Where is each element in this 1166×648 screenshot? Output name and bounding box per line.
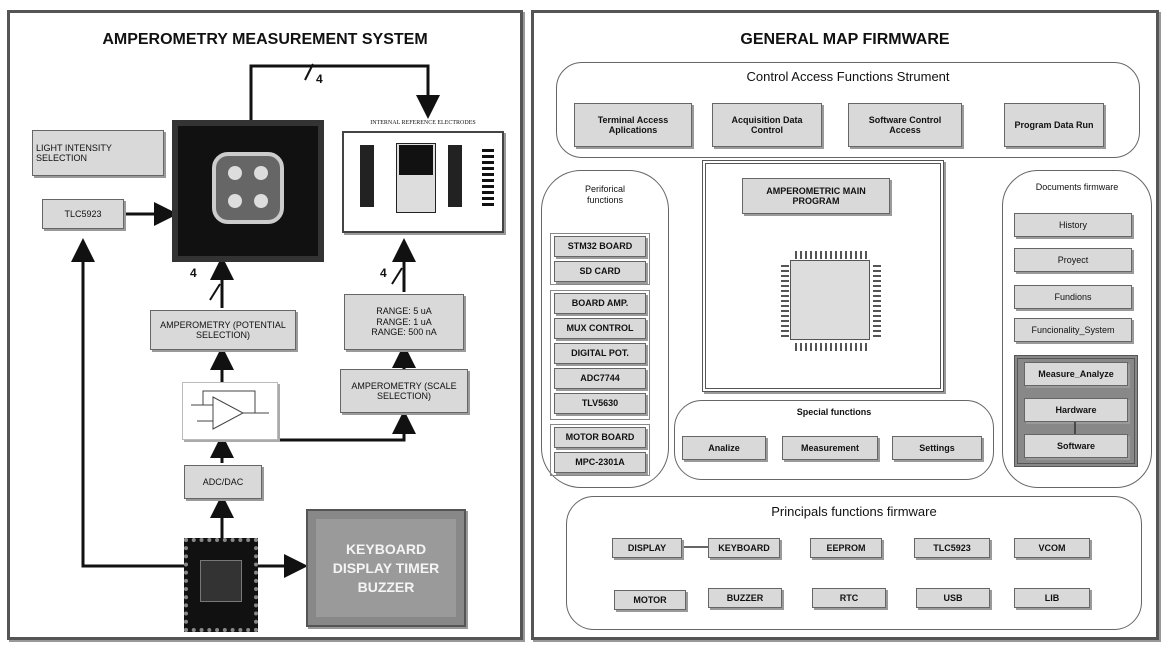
tlv5630-box: TLV5630	[554, 393, 646, 414]
tlc5923-fw-box: TLC5923	[914, 538, 990, 558]
program-data-box: Program Data Run	[1004, 103, 1104, 147]
special-functions-title: Special functions	[796, 407, 872, 417]
led-icon	[228, 194, 242, 208]
sd-card-box: SD CARD	[554, 261, 646, 282]
usb-box: USB	[916, 588, 990, 608]
pin-row	[781, 265, 789, 337]
settings-box: Settings	[892, 436, 982, 460]
acquisition-data-box: Acquisition Data Control	[712, 103, 822, 147]
pin-row	[795, 343, 867, 351]
terminal-access-box: Terminal Access Aplications	[574, 103, 692, 147]
amperometry-potential-box: AMPEROMETRY (POTENTIAL SELECTION)	[150, 310, 296, 350]
measurement-box: Measurement	[782, 436, 878, 460]
mux-control-box: MUX CONTROL	[554, 318, 646, 339]
electrodes-image	[342, 131, 504, 233]
electrode-strip	[482, 149, 494, 207]
keyboard-box: KEYBOARD	[708, 538, 780, 558]
led-icon	[254, 194, 268, 208]
led-icon	[228, 166, 242, 180]
analize-box: Analize	[682, 436, 766, 460]
right-panel-title: GENERAL MAP FIRMWARE	[740, 31, 950, 48]
pin-row	[795, 251, 867, 259]
main-program-frame: AMPEROMETRIC MAIN PROGRAM	[702, 160, 944, 392]
display-box: DISPLAY	[612, 538, 682, 558]
measure-analyze-box: Measure_Analyze	[1024, 362, 1128, 386]
buzzer-box: BUZZER	[708, 588, 782, 608]
peripheral-group-2	[550, 290, 650, 420]
peripheral-group-3	[550, 424, 650, 476]
digital-pot-box: DIGITAL POT.	[554, 343, 646, 364]
bus-width-label-right: 4	[380, 266, 387, 280]
op-amp-schematic	[182, 382, 278, 440]
amperometry-scale-box: AMPEROMETRY (SCALE SELECTION)	[340, 369, 468, 413]
led-board-image	[172, 120, 324, 262]
mcu-pinout-image	[781, 251, 881, 351]
range-line-1: RANGE: 5 uA	[376, 306, 432, 317]
board-amp-box: BOARD AMP.	[554, 293, 646, 314]
pin-row	[873, 265, 881, 337]
funcionality-system-box: Funcionality_System	[1014, 318, 1132, 342]
adc-dac-box: ADC/DAC	[184, 465, 262, 499]
fundions-box: Fundions	[1014, 285, 1132, 309]
mpc-2301a-box: MPC-2301A	[554, 452, 646, 473]
chip-die	[200, 560, 242, 602]
history-box: History	[1014, 213, 1132, 237]
motor-box: MOTOR	[614, 590, 686, 610]
software-box: Software	[1024, 434, 1128, 458]
stm32-board-box: STM32 BOARD	[554, 236, 646, 257]
peripheral-group-1	[550, 233, 650, 285]
peripheral-functions-title: Periforical functions	[584, 184, 625, 205]
electrode-strip	[448, 145, 462, 207]
led-icon	[254, 166, 268, 180]
vcom-box: VCOM	[1014, 538, 1090, 558]
electrode-strip	[360, 145, 374, 207]
adc7744-box: ADC7744	[554, 368, 646, 389]
peripherals-label: KEYBOARD DISPLAY TIMER BUZZER	[316, 519, 456, 617]
principal-functions-title: Principals functions firmware	[771, 504, 937, 519]
left-panel-title: AMPEROMETRY MEASUREMENT SYSTEM	[102, 31, 428, 48]
hardware-box: Hardware	[1024, 398, 1128, 422]
light-intensity-box: LIGHT INTENSITY SELECTION	[32, 130, 164, 176]
range-box: RANGE: 5 uA RANGE: 1 uA RANGE: 500 nA	[344, 294, 464, 350]
peripherals-box: KEYBOARD DISPLAY TIMER BUZZER	[306, 509, 466, 627]
tlc5923-box: TLC5923	[42, 199, 124, 229]
proyect-box: Proyect	[1014, 248, 1132, 272]
bus-width-label-left: 4	[190, 266, 197, 280]
rtc-box: RTC	[812, 588, 886, 608]
led-cluster	[212, 152, 284, 224]
documents-firmware-title: Documents firmware	[1035, 182, 1119, 192]
range-line-2: RANGE: 1 uA	[376, 316, 432, 327]
control-access-title: Control Access Functions Strument	[746, 69, 950, 84]
lib-box: LIB	[1014, 588, 1090, 608]
microcontroller-chip-image	[184, 538, 258, 632]
range-line-3: RANGE: 500 nA	[371, 327, 437, 338]
eeprom-box: EEPROM	[810, 538, 882, 558]
op-amp-icon	[191, 390, 269, 430]
electrode-strip	[399, 145, 433, 175]
electrodes-caption: INTERNAL REFERENCE ELECTRODES	[370, 120, 476, 126]
motor-board-box: MOTOR BOARD	[554, 427, 646, 448]
software-control-box: Software Control Access	[848, 103, 962, 147]
bus-width-label-top: 4	[316, 72, 323, 86]
main-program-label: AMPEROMETRIC MAIN PROGRAM	[742, 178, 890, 214]
